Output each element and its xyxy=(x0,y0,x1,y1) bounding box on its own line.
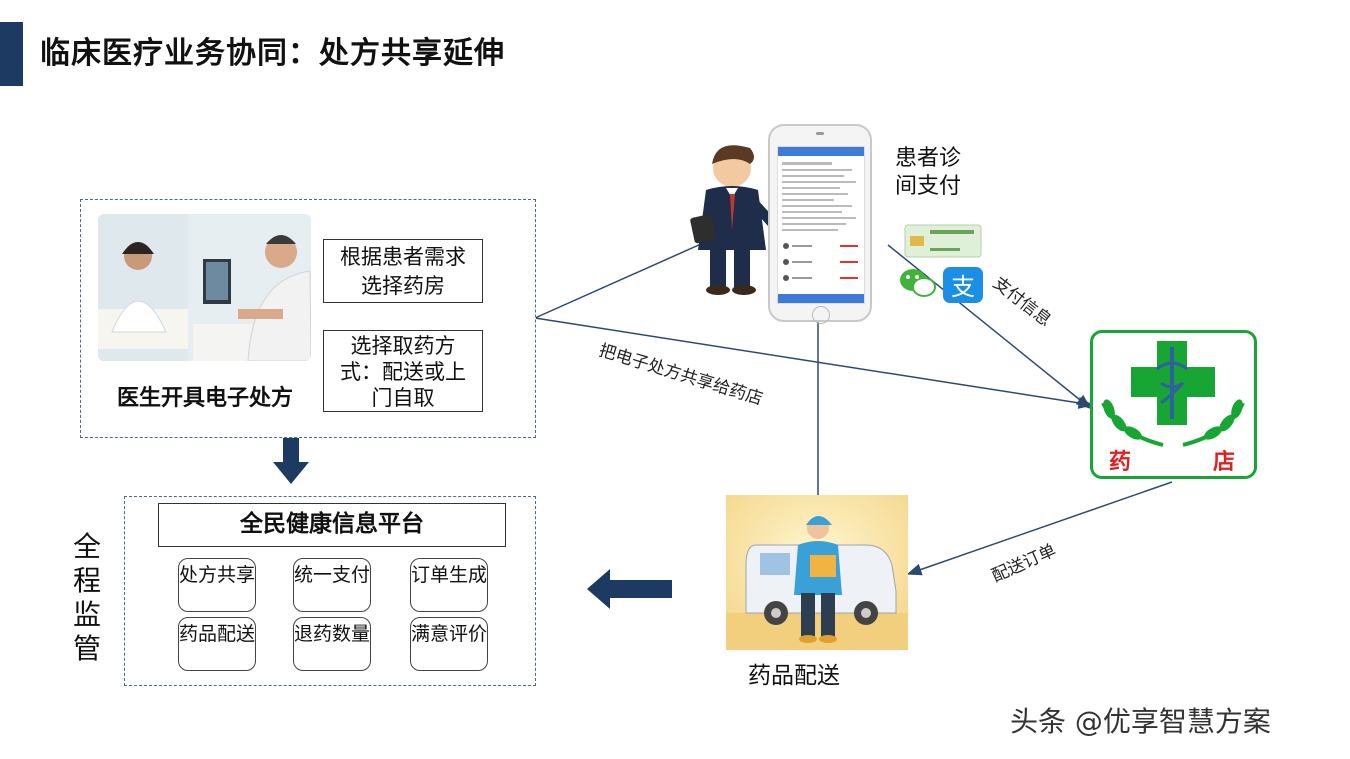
patient-payment-label: 患者诊 间支付 xyxy=(895,146,962,199)
label-delivery-order: 配送订单 xyxy=(989,541,1059,587)
platform-item: 统一支付 xyxy=(293,558,371,612)
supervision-label: 全 程 监 管 xyxy=(72,530,101,665)
page-title: 临床医疗业务协同：处方共享延伸 xyxy=(40,36,505,71)
consultation-photo xyxy=(98,214,311,361)
line-share-to-pharmacy xyxy=(534,317,1094,409)
platform-item: 退药数量 xyxy=(293,617,371,671)
platform-item: 满意评价 xyxy=(410,617,488,671)
pharmacy-logo-right-char: 店 xyxy=(1213,450,1236,475)
watermark: 头条 @优享智慧方案 xyxy=(1010,705,1271,738)
platform-item: 药品配送 xyxy=(178,617,256,671)
step-select-pharmacy: 根据患者需求选择药房 xyxy=(323,239,483,303)
platform-item: 处方共享 xyxy=(178,558,256,612)
bank-card-icon xyxy=(904,224,982,258)
svg-text:支: 支 xyxy=(951,273,975,301)
platform-title: 全民健康信息平台 xyxy=(158,503,506,547)
medical-cross-icon xyxy=(1101,341,1245,447)
wechat-pay-icon xyxy=(900,269,936,297)
label-payment-info: 支付信息 xyxy=(989,273,1055,331)
line-to-doctor xyxy=(534,239,711,319)
alipay-icon: 支 xyxy=(943,267,983,303)
label-share-to-pharmacy: 把电子处方共享给药店 xyxy=(597,341,765,410)
down-block-arrow xyxy=(273,437,309,484)
pharmacy-logo-left-char: 药 xyxy=(1109,450,1132,475)
platform-item: 订单生成 xyxy=(410,558,488,612)
patient-figure xyxy=(690,145,776,295)
delivery-illustration xyxy=(726,495,908,650)
left-block-arrow xyxy=(587,569,672,609)
pharmacy-logo: 药 店 xyxy=(1090,330,1257,479)
doctor-caption: 医生开具电子处方 xyxy=(117,385,294,411)
line-delivery-order xyxy=(906,481,1173,576)
title-accent-bar xyxy=(0,22,23,86)
step-pickup-method: 选择取药方式：配送或上门自取 xyxy=(323,330,483,412)
phone-mockup xyxy=(768,124,872,324)
delivery-caption: 药品配送 xyxy=(748,663,840,689)
